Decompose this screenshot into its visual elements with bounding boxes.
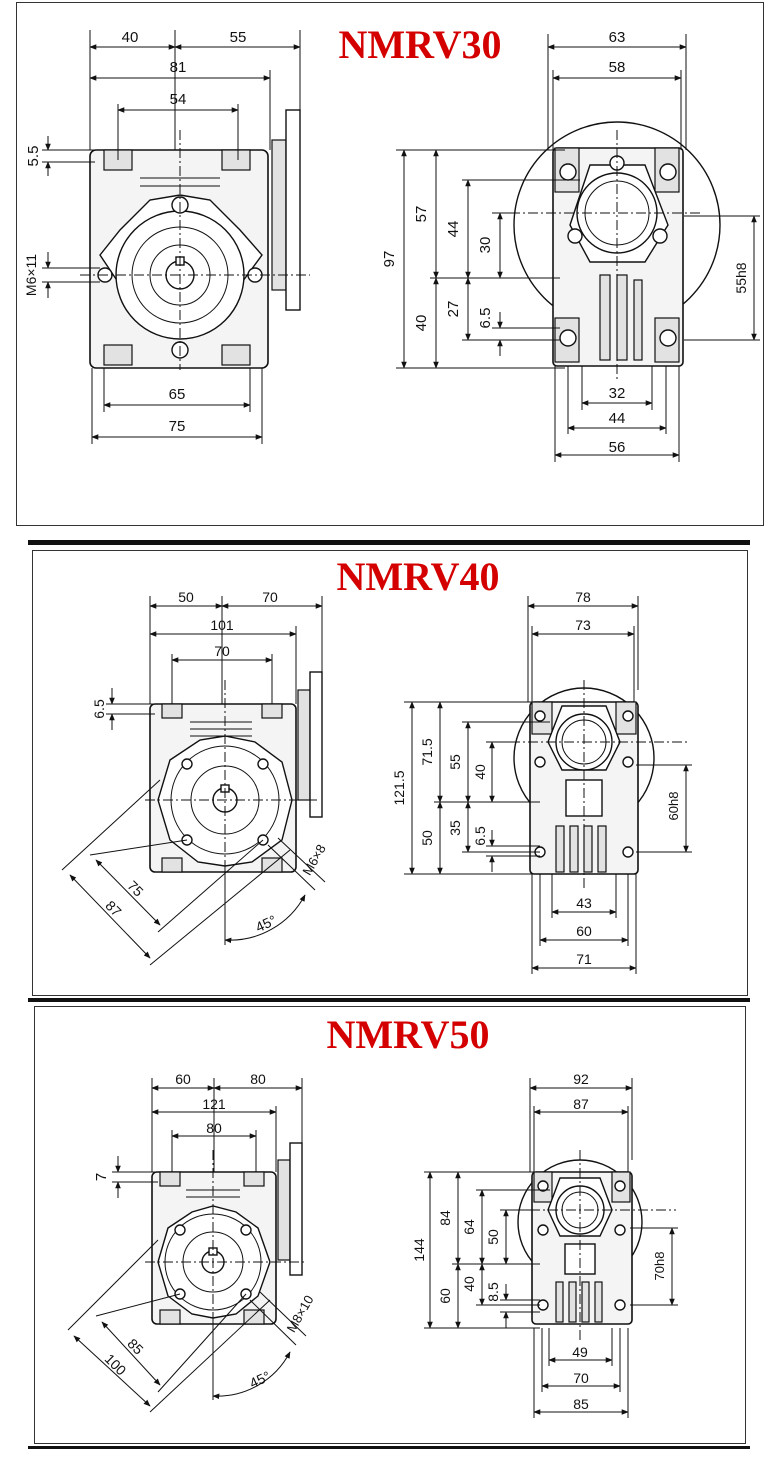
dim-label: M6×11 [23, 254, 39, 296]
dim-label: 50 [485, 1229, 501, 1245]
dim-label: 43 [576, 895, 592, 911]
nmrv30-front-view [80, 109, 310, 370]
dim-label: 44 [445, 221, 462, 238]
dim-label: 80 [206, 1120, 222, 1136]
nmrv50-front-view [145, 1142, 305, 1335]
section-title: NMRV40 [336, 554, 499, 599]
dim-label: 5.5 [25, 146, 42, 167]
nmrv30-side-dimensions: 63 58 97 57 40 44 27 30 [381, 29, 760, 462]
dim-label: 7 [93, 1173, 110, 1181]
dim-label: 60 [437, 1288, 453, 1304]
dim-label: 60h8 [666, 792, 681, 821]
nmrv40-front-view [145, 671, 323, 880]
dim-label: 78 [575, 589, 591, 605]
dim-label: 54 [170, 91, 187, 108]
dim-label: 75 [169, 418, 186, 435]
nmrv40-front-dimensions: 50 70 101 70 6.5 75 87 45° [61, 589, 329, 966]
dim-label: 71 [576, 951, 592, 967]
dim-label: 84 [437, 1210, 453, 1226]
dim-label: 55 [230, 29, 247, 46]
dim-label: 101 [210, 617, 234, 633]
dim-label: M6×8 [299, 842, 328, 878]
dim-label: 55h8 [733, 262, 749, 293]
dim-label: 60 [175, 1071, 191, 1087]
dim-label: 40 [461, 1276, 477, 1292]
dim-label: 144 [411, 1238, 427, 1262]
dim-label: 6.5 [472, 826, 488, 846]
dim-label: 97 [381, 251, 398, 268]
dim-label: 8.5 [485, 1282, 501, 1302]
dim-label: 70 [573, 1370, 589, 1386]
dim-label: 45° [247, 1368, 273, 1391]
dim-label: 81 [170, 59, 187, 76]
section-title: NMRV50 [326, 1012, 489, 1057]
dim-label: 85 [573, 1396, 589, 1412]
nmrv50-side-view [512, 1150, 676, 1340]
dim-label: 85 [124, 1335, 146, 1357]
nmrv30-side-view [510, 121, 721, 380]
separator-bar [28, 540, 750, 545]
dim-label: 60 [576, 923, 592, 939]
nmrv30-section: NMRV30 [23, 22, 760, 462]
dim-label: 50 [178, 589, 194, 605]
dim-label: 44 [609, 410, 626, 427]
section-title: NMRV30 [338, 22, 501, 67]
dim-label: 45° [253, 912, 279, 935]
dim-label: 75 [124, 877, 146, 899]
nmrv50-side-dimensions: 92 87 144 84 60 64 40 50 [411, 1071, 678, 1418]
dim-label: 121 [202, 1096, 226, 1112]
dim-label: M8×10 [284, 1293, 317, 1335]
dim-label: 87 [102, 897, 124, 919]
dim-label: 30 [477, 237, 494, 254]
nmrv30-front-dimensions: 40 55 81 54 5.5 M6×11 65 [23, 29, 301, 444]
dim-label: 55 [447, 754, 463, 770]
dim-label: 92 [573, 1071, 589, 1087]
dim-label: 121.5 [391, 770, 407, 805]
dim-label: 27 [445, 301, 462, 318]
dim-label: 32 [609, 385, 626, 402]
dim-label: 58 [609, 59, 626, 76]
dim-label: 6.5 [477, 308, 494, 329]
dim-label: 64 [461, 1219, 477, 1235]
separator-bar [28, 1446, 750, 1449]
dim-label: 57 [413, 206, 430, 223]
dim-label: 35 [447, 820, 463, 836]
dim-label: 71.5 [419, 738, 435, 765]
dim-label: 56 [609, 439, 626, 456]
dim-label: 73 [575, 617, 591, 633]
dim-label: 80 [250, 1071, 266, 1087]
nmrv40-section: NMRV40 [61, 554, 692, 974]
dim-label: 50 [419, 830, 435, 846]
nmrv50-section: NMRV50 [67, 1012, 678, 1418]
dim-label: 63 [609, 29, 626, 46]
nmrv40-side-view [510, 680, 690, 890]
dim-label: 40 [413, 315, 430, 332]
dim-label: 65 [169, 386, 186, 403]
dim-label: 70 [214, 643, 230, 659]
dim-label: 40 [472, 764, 488, 780]
dim-label: 70 [262, 589, 278, 605]
nmrv40-side-dimensions: 78 73 121.5 71.5 50 55 35 40 [391, 589, 692, 974]
dim-label: 40 [122, 29, 139, 46]
separator-bar [28, 998, 750, 1002]
dim-label: 87 [573, 1096, 589, 1112]
dim-label: 6.5 [91, 699, 107, 719]
dim-label: 49 [572, 1344, 588, 1360]
dim-label: 70h8 [652, 1252, 667, 1281]
dim-label: 100 [102, 1351, 130, 1379]
